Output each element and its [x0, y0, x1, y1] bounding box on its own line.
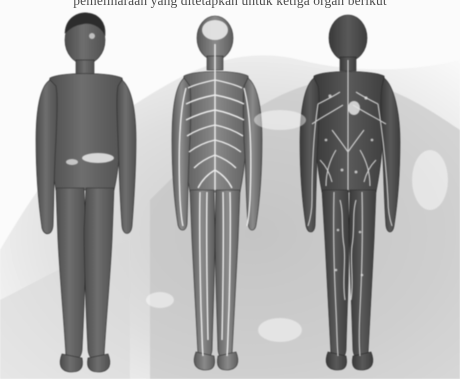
- figure-2-brain: [202, 20, 228, 40]
- figure-1-abdomen-highlight: [82, 153, 114, 163]
- figure-1-eye-highlight: [89, 33, 95, 39]
- figure-3-heart: [348, 101, 360, 115]
- figure-1-hip-highlight: [66, 159, 78, 165]
